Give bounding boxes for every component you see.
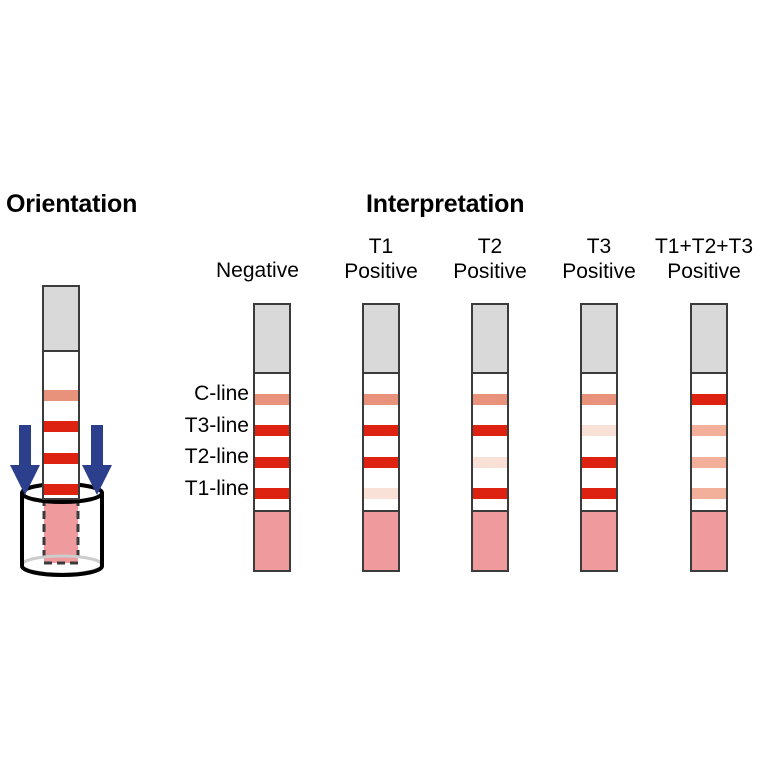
insertion-arrow-left-icon (10, 425, 40, 495)
band-c-line (364, 394, 398, 405)
line-label-t3-line: T3-line (184, 414, 249, 437)
strip-backing-pad (364, 305, 398, 374)
band-t3-line (692, 425, 726, 436)
band-t1-line (692, 488, 726, 499)
interpretation-section-title: Interpretation (366, 190, 525, 218)
orientation-test-strip (42, 285, 80, 500)
column-header-all-positive-line1: T1+T2+T3 (654, 235, 754, 258)
orientation-band-t1-line (44, 484, 78, 495)
column-header-t1-positive-line2: Positive (344, 260, 418, 283)
strip-backing-pad (255, 305, 289, 374)
band-t3-line (582, 425, 616, 436)
orientation-band-c-line (44, 390, 78, 401)
band-c-line (473, 394, 507, 405)
column-header-t1-positive-line1: T1 (368, 235, 394, 258)
orientation-strip-backing-pad (44, 287, 78, 352)
band-c-line (582, 394, 616, 405)
orientation-section-title: Orientation (6, 190, 138, 218)
strip-backing-pad (692, 305, 726, 374)
line-label-c-line: C-line (194, 382, 249, 405)
band-t2-line (364, 457, 398, 468)
result-strip-t1-positive (362, 303, 400, 572)
column-header-t1-positive: T1 Positive (325, 234, 437, 284)
strip-sample-pad (582, 510, 616, 570)
column-header-t2-positive: T2 Positive (434, 234, 546, 284)
insertion-arrow-right-icon (82, 425, 112, 495)
band-t1-line (582, 488, 616, 499)
cup-body-outline (20, 491, 104, 577)
band-t1-line (473, 488, 507, 499)
band-t1-line (255, 488, 289, 499)
line-label-t2-line: T2-line (184, 445, 249, 468)
sample-liquid-region (42, 491, 80, 565)
result-strip-all-positive (690, 303, 728, 572)
strip-backing-pad (582, 305, 616, 374)
line-label-t1-line: T1-line (184, 477, 249, 500)
band-t2-line (255, 457, 289, 468)
column-header-negative-line2: Negative (216, 259, 299, 282)
band-t3-line (364, 425, 398, 436)
result-strip-t3-positive (580, 303, 618, 572)
column-header-negative: Negative (216, 258, 299, 283)
band-t1-line (364, 488, 398, 499)
strip-sample-pad (364, 510, 398, 570)
strip-sample-pad (473, 510, 507, 570)
column-header-t2-positive-line1: T2 (477, 235, 503, 258)
band-t2-line (692, 457, 726, 468)
column-header-all-positive: T1+T2+T3 Positive (643, 234, 764, 284)
band-t3-line (255, 425, 289, 436)
result-strip-negative (253, 303, 291, 572)
sample-cup-illustration (20, 482, 104, 577)
column-header-t3-positive-line2: Positive (562, 260, 636, 283)
column-header-all-positive-line2: Positive (667, 260, 741, 283)
orientation-band-t3-line (44, 421, 78, 432)
strip-sample-pad (692, 510, 726, 570)
band-c-line (692, 394, 726, 405)
strip-backing-pad (473, 305, 507, 374)
band-t3-line (473, 425, 507, 436)
result-strip-t2-positive (471, 303, 509, 572)
column-header-t3-positive-line1: T3 (586, 235, 612, 258)
column-header-t3-positive: T3 Positive (543, 234, 655, 284)
strip-sample-pad (255, 510, 289, 570)
column-header-t2-positive-line2: Positive (453, 260, 527, 283)
band-t2-line (582, 457, 616, 468)
band-t2-line (473, 457, 507, 468)
orientation-band-t2-line (44, 453, 78, 464)
band-c-line (255, 394, 289, 405)
